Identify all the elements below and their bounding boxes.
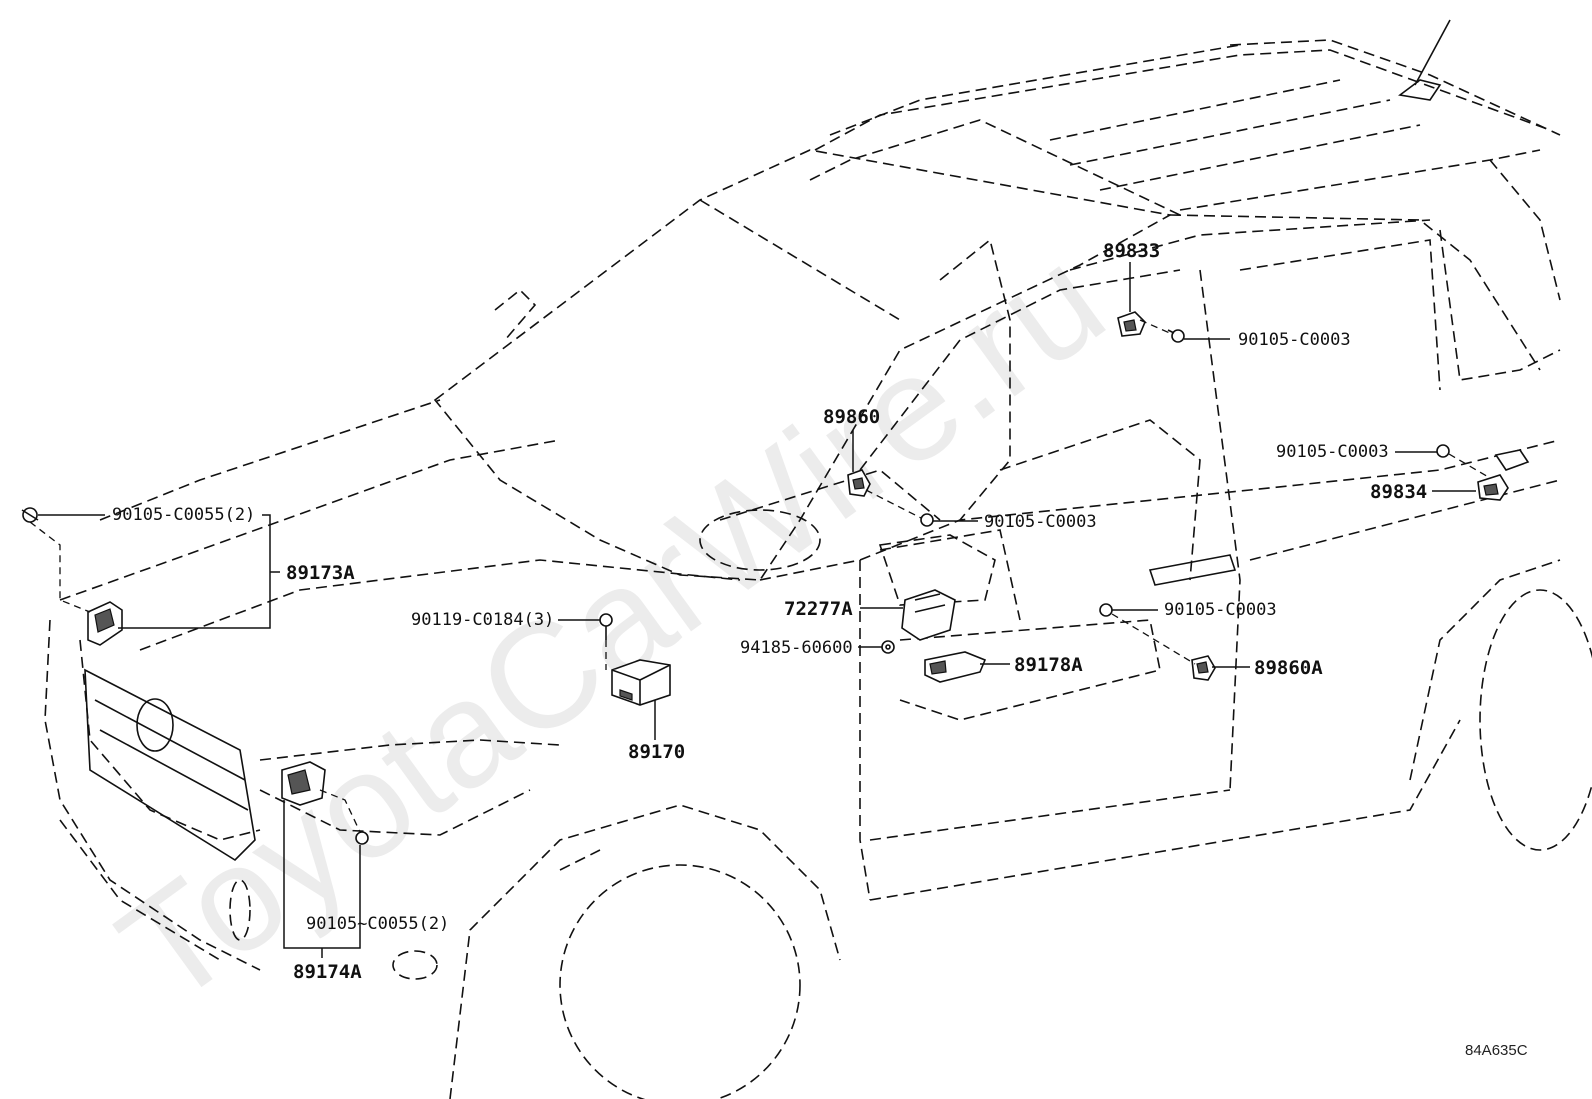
label-90105-c0055-right: 90105~C0055(2): [306, 914, 449, 934]
bolt-front-right: [355, 831, 369, 845]
label-89860: 89860: [823, 406, 880, 428]
label-90105-c0003-roof: 90105-C0003: [1238, 330, 1351, 350]
sensor-89833: [1117, 311, 1146, 337]
bolt-center: [920, 513, 934, 527]
bolt-roof: [1167, 329, 1185, 343]
part-labels: 89833 90105-C0003 89860 90105-C0003 8983…: [112, 240, 1528, 1059]
label-90105-c0003-rear: 90105-C0003: [1276, 442, 1389, 462]
sensor-89174a: [281, 761, 326, 806]
sensor-89173a: [87, 601, 123, 646]
label-90119-c0184: 90119-C0184(3): [411, 610, 554, 630]
label-89834: 89834: [1370, 481, 1427, 503]
label-72277a: 72277A: [784, 598, 853, 620]
label-89174a: 89174A: [293, 961, 362, 983]
bolt-door: [1099, 603, 1113, 617]
vehicle-outline: [44, 19, 1592, 1099]
watermark-text: ToyotaCarWire.ru: [90, 214, 1133, 1036]
leader-lines: [29, 262, 1491, 958]
label-89833: 89833: [1103, 240, 1160, 262]
sensor-89178a: [924, 651, 987, 683]
label-89178a: 89178A: [1014, 654, 1083, 676]
label-89173a: 89173A: [286, 562, 355, 584]
label-90105-c0003-center: 90105-C0003: [984, 512, 1097, 532]
screw-90119: [599, 613, 613, 640]
sensor-89860a: [1191, 655, 1216, 681]
nut-94185: [881, 640, 895, 654]
bolt-front-left: [21, 507, 39, 523]
label-89860a: 89860A: [1254, 657, 1323, 679]
sensor-89834: [1477, 449, 1530, 501]
bolt-rear: [1436, 444, 1450, 458]
bracket-72277a: [901, 589, 956, 641]
label-90105-c0003-door: 90105-C0003: [1164, 600, 1277, 620]
airbag-ecu-89170: [611, 659, 671, 706]
label-89170: 89170: [628, 741, 685, 763]
label-90105-c0055-left: 90105-C0055(2): [112, 505, 255, 525]
figure-reference: 84A635C: [1465, 1042, 1528, 1059]
label-94185-60600: 94185-60600: [740, 638, 853, 658]
